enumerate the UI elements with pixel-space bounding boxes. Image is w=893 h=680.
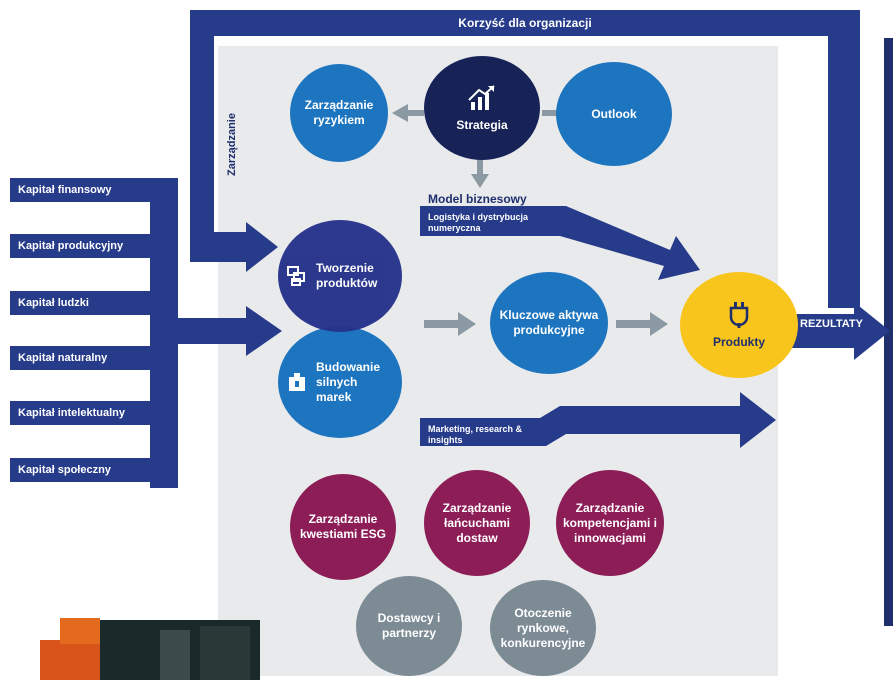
capital-financial: Kapitał finansowy: [10, 178, 150, 202]
arrow-assets-to-products: [616, 312, 668, 336]
input-arrow: [178, 306, 282, 356]
capital-productive: Kapitał produkcyjny: [10, 234, 150, 258]
business-model-title: Model biznesowy: [428, 192, 527, 206]
outlook-circle: Outlook: [556, 62, 672, 166]
brand-building-label: Budowanie silnych marek: [316, 359, 381, 404]
arrow-creation-to-assets: [424, 312, 476, 336]
supply-chain-management-circle: Zarządzanie łańcuchami dostaw: [424, 470, 530, 576]
logistics-arrow: [420, 206, 700, 280]
competence-management-circle: Zarządzanie kompetencjami i innowacjami: [556, 470, 664, 576]
capitals-connector-bar: [150, 178, 178, 488]
products-label: Produkty: [712, 334, 765, 349]
output-arrow: [792, 302, 890, 360]
arrow-strategy-to-risk: [392, 104, 424, 122]
capital-intellectual: Kapitał intelektualny: [10, 401, 150, 425]
organization-benefit-bar: Korzyść dla organizacji: [190, 10, 860, 36]
marketing-label: Marketing, research & insights: [428, 424, 523, 445]
results-label: REZULTATY: [800, 318, 863, 330]
organization-benefit-label: Korzyść dla organizacji: [458, 16, 592, 30]
outlook-label: Outlook: [591, 106, 637, 121]
products-circle: Produkty: [680, 272, 798, 378]
brand-icon: [289, 373, 305, 391]
logistics-label: Logistyka i dystrybucja numeryczna: [428, 212, 529, 233]
capital-human: Kapitał ludzki: [10, 291, 150, 315]
capital-social: Kapitał społeczny: [10, 458, 150, 482]
market-environment-label: Otoczenie rynkowe, konkurencyjne: [500, 605, 586, 650]
key-assets-circle: Kluczowe aktywa produkcyjne: [490, 272, 608, 374]
esg-management-circle: Zarządzanie kwestiami ESG: [290, 474, 396, 580]
capital-natural: Kapitał naturalny: [10, 346, 150, 370]
marketing-arrow: [420, 392, 776, 448]
suppliers-partners-circle: Dostawcy i partnerzy: [356, 576, 462, 676]
product-creation-circle: Tworzenie produktów: [278, 220, 402, 332]
layers-icon: [287, 266, 305, 286]
supply-chain-management-label: Zarządzanie łańcuchami dostaw: [442, 500, 512, 545]
plug-icon: [729, 301, 749, 328]
suppliers-partners-label: Dostawcy i partnerzy: [377, 611, 441, 640]
governance-frame-right: [828, 10, 860, 308]
esg-management-label: Zarządzanie kwestiami ESG: [299, 512, 387, 541]
risk-management-label: Zarządzanie ryzykiem: [304, 98, 374, 127]
brand-building-circle: Budowanie silnych marek: [278, 326, 402, 438]
product-photo: [40, 618, 260, 680]
market-environment-circle: Otoczenie rynkowe, konkurencyjne: [490, 580, 596, 676]
competence-management-label: Zarządzanie kompetencjami i innowacjami: [562, 500, 658, 545]
strategy-circle: Strategia: [424, 56, 540, 160]
strategy-label: Strategia: [456, 117, 508, 132]
product-creation-label: Tworzenie produktów: [316, 261, 378, 290]
arrow-strategy-to-model: [471, 158, 489, 188]
governance-frame-left: [190, 10, 214, 232]
risk-management-circle: Zarządzanie ryzykiem: [290, 64, 388, 162]
growth-chart-icon: [468, 84, 495, 110]
governance-arrow: [190, 222, 278, 272]
key-assets-label: Kluczowe aktywa produkcyjne: [499, 308, 599, 337]
input-label: WKŁAD: [186, 324, 231, 338]
